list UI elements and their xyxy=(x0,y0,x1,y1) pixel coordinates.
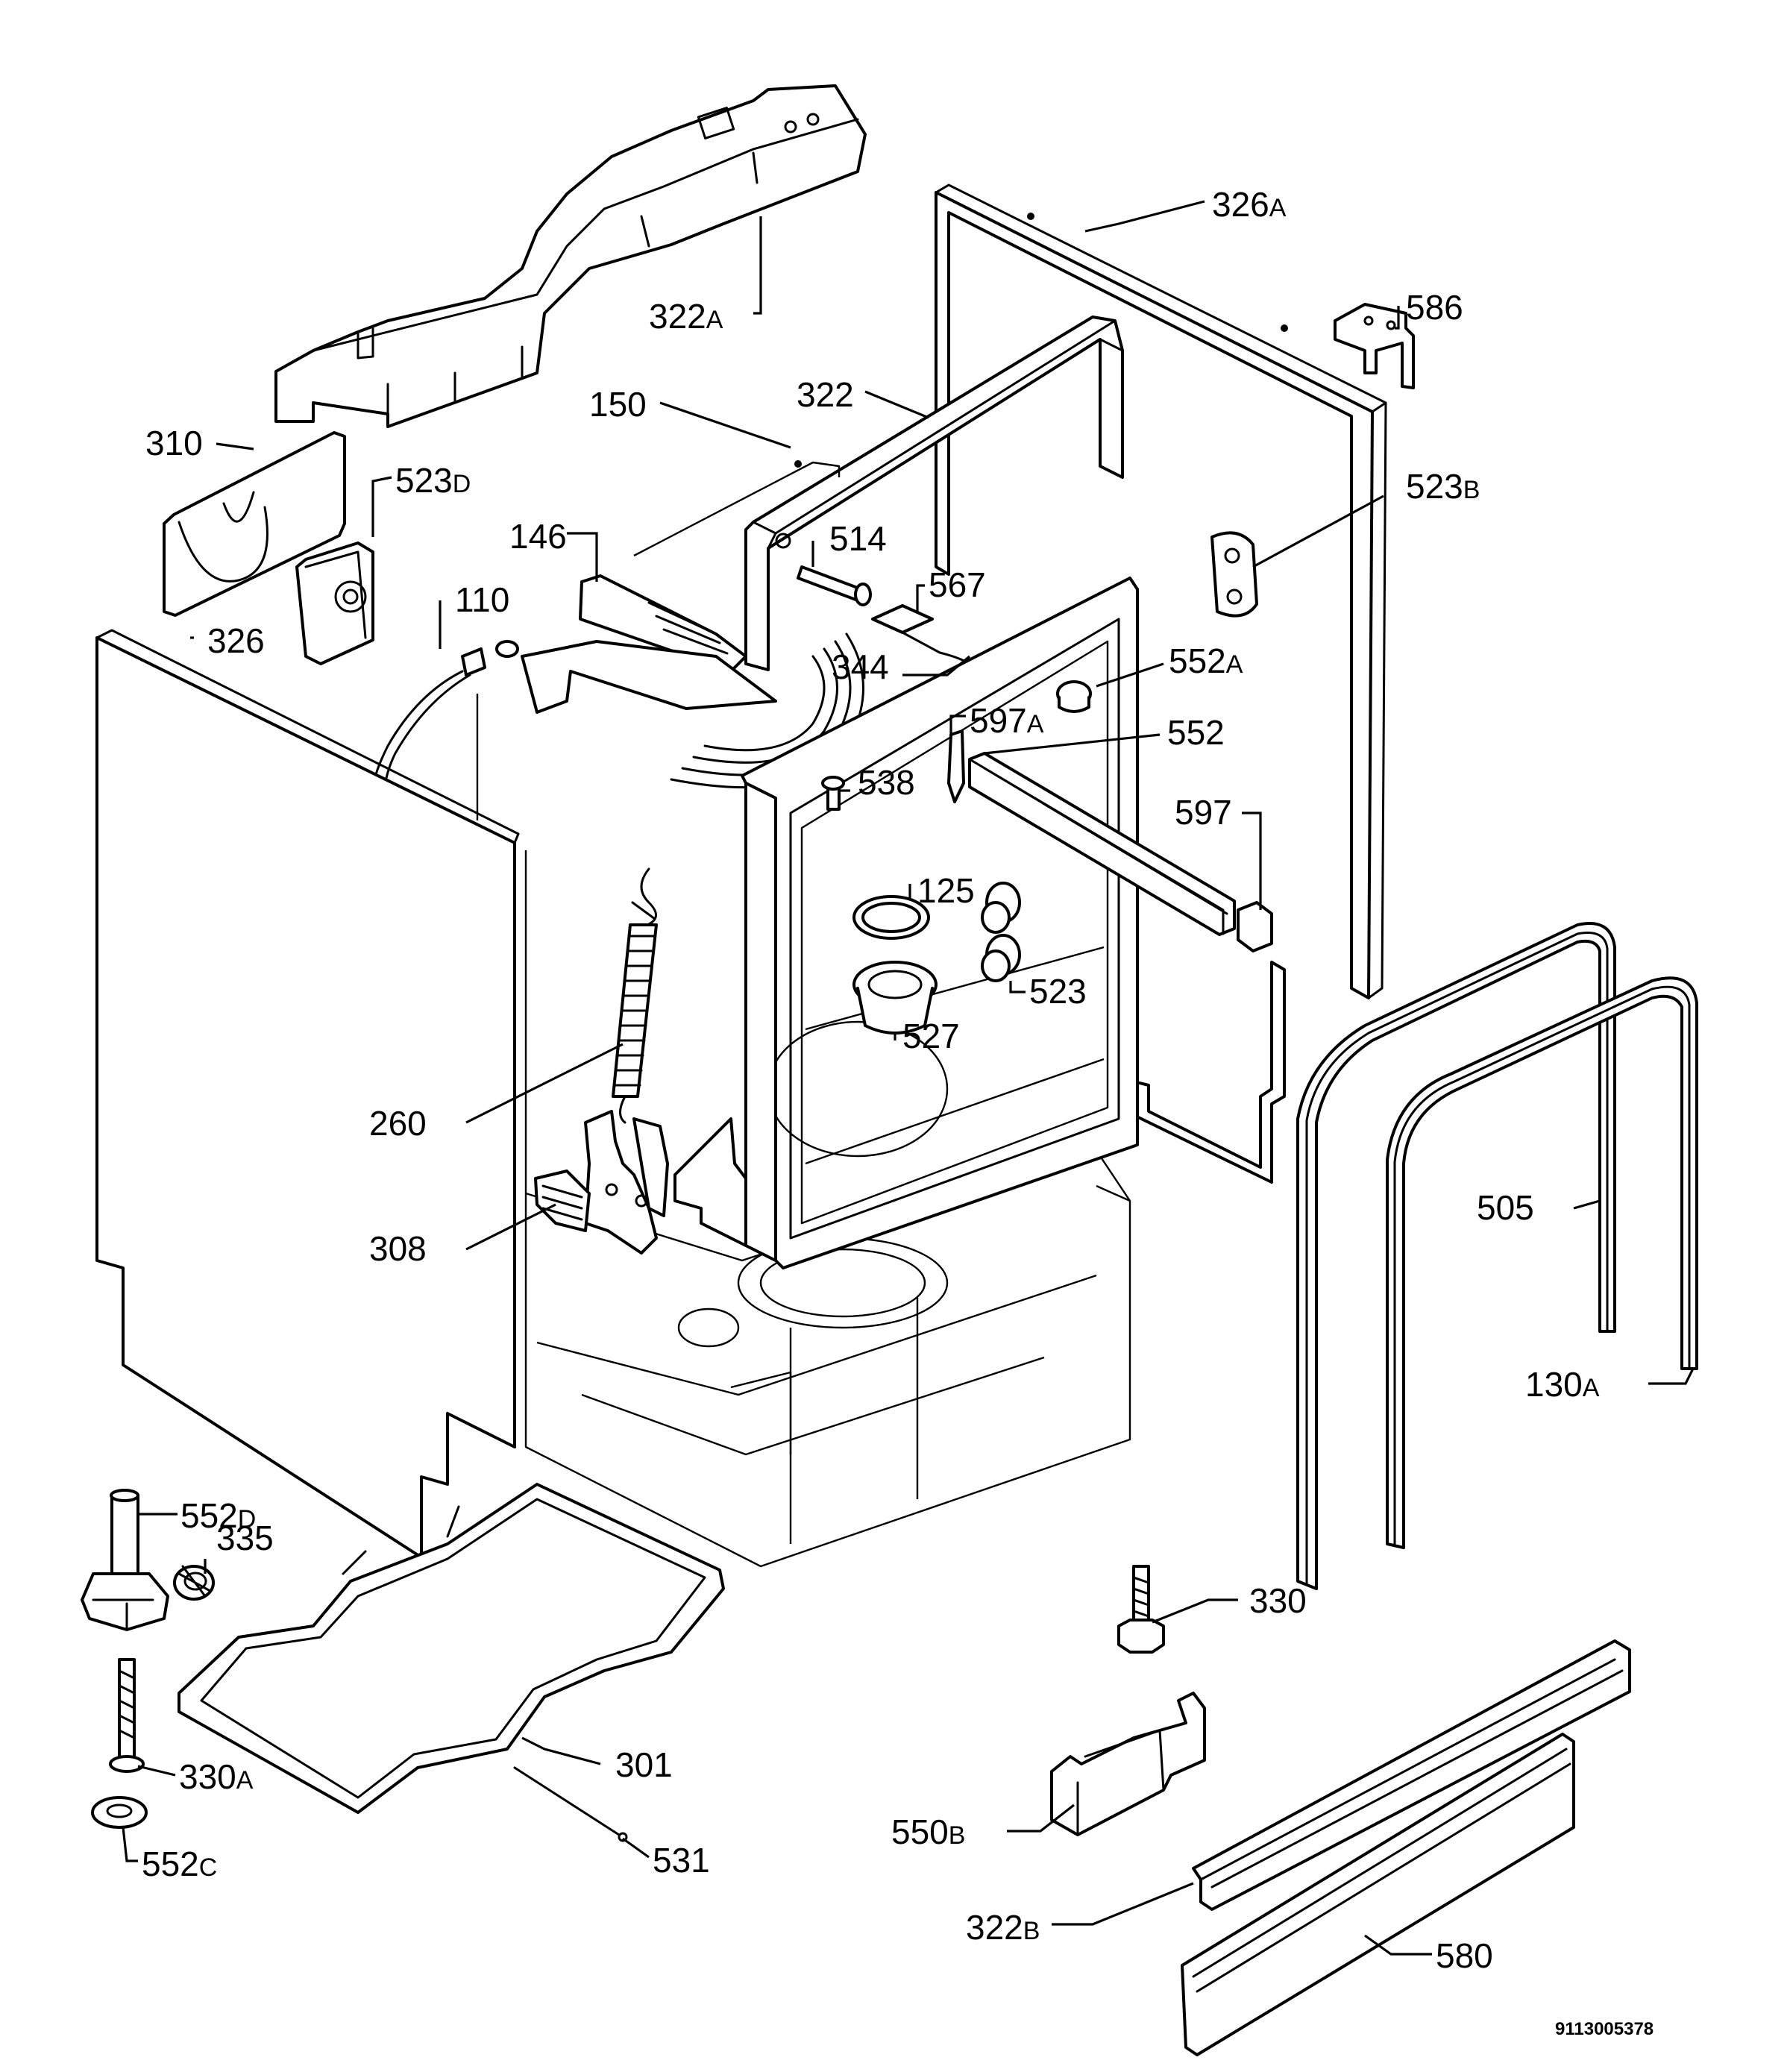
label-552: 552 xyxy=(1167,713,1225,752)
label-110: 110 xyxy=(455,580,509,619)
part-580-kick-plate xyxy=(1181,1733,1575,2056)
part-597-end-clip xyxy=(1237,901,1273,952)
part-552c-washer xyxy=(91,1796,148,1829)
leader-lines xyxy=(122,200,1695,1956)
part-514-pin xyxy=(797,565,872,606)
label-552A: 552A xyxy=(1169,641,1243,680)
part-310-cover xyxy=(163,431,346,617)
part-125-ring xyxy=(852,895,930,940)
label-308: 308 xyxy=(369,1229,427,1268)
label-552C: 552C xyxy=(142,1845,217,1883)
part-322-arch-frame xyxy=(744,315,1124,671)
label-538: 538 xyxy=(858,763,915,802)
label-523: 523 xyxy=(1029,972,1087,1011)
part-260-spring xyxy=(612,867,658,1124)
part-552d-foot-column xyxy=(81,1489,169,1631)
label-326: 326 xyxy=(207,621,265,660)
part-586-bracket xyxy=(1334,303,1415,389)
label-146: 146 xyxy=(509,517,567,556)
part-322b-rail xyxy=(1192,1639,1631,1911)
label-130A: 130A xyxy=(1525,1365,1600,1404)
label-330A: 330A xyxy=(179,1757,254,1796)
label-552D: 552D xyxy=(180,1496,256,1535)
part-146-bracket xyxy=(579,574,747,673)
part-326-side-panel xyxy=(95,629,520,1559)
label-330: 330 xyxy=(1249,1581,1307,1620)
label-505: 505 xyxy=(1477,1188,1534,1227)
part-527-nut xyxy=(852,961,938,1035)
part-552a-plug xyxy=(1056,680,1092,713)
label-335: 335 xyxy=(216,1519,274,1557)
label-326A: 326A xyxy=(1212,185,1287,224)
label-301: 301 xyxy=(615,1745,673,1784)
part-538-screw xyxy=(821,776,845,811)
part-330-leveling-foot xyxy=(1117,1565,1165,1654)
part-531-rod xyxy=(513,1766,628,1842)
label-322: 322 xyxy=(797,375,854,414)
label-150: 150 xyxy=(589,385,647,424)
label-322B: 322B xyxy=(966,1908,1040,1947)
label-322A: 322A xyxy=(649,297,723,336)
part-door-frame xyxy=(673,577,1139,1269)
label-125: 125 xyxy=(917,871,975,910)
label-586: 586 xyxy=(1406,288,1463,327)
label-514: 514 xyxy=(829,519,887,558)
label-580: 580 xyxy=(1436,1936,1493,1975)
part-330a-screw xyxy=(109,1658,145,1773)
label-344: 344 xyxy=(832,647,889,686)
part-308-hinge xyxy=(534,1110,669,1255)
part-597a-clip xyxy=(947,729,965,803)
part-130a-seal xyxy=(1386,976,1698,1549)
part-322a-top-bracket xyxy=(274,84,867,428)
part-326a-side-panel xyxy=(935,183,1387,1184)
part-150-tub-top xyxy=(633,460,841,557)
part-550b-bracket xyxy=(1050,1692,1206,1836)
label-597A: 597A xyxy=(970,701,1044,740)
part-110-hose xyxy=(371,640,519,800)
part-523-fitting xyxy=(981,882,1021,982)
label-260: 260 xyxy=(369,1104,427,1143)
part-523d-plate xyxy=(295,541,374,665)
part-335-gear xyxy=(173,1565,215,1601)
label-523B: 523B xyxy=(1406,467,1480,506)
part-505-seal xyxy=(1296,922,1616,1590)
label-523D: 523D xyxy=(395,461,471,500)
part-523b-grommet xyxy=(1210,531,1258,618)
label-550B: 550B xyxy=(891,1812,965,1851)
document-id: 9113005378 xyxy=(1555,2019,1654,2039)
part-301-base-tray xyxy=(178,1483,725,1814)
label-597: 597 xyxy=(1175,793,1232,832)
label-310: 310 xyxy=(145,424,203,462)
label-567: 567 xyxy=(929,565,986,604)
label-531: 531 xyxy=(653,1841,710,1880)
callout-labels: 322A 326A 586 310 523D 150 322 523B 146 … xyxy=(142,185,1600,1975)
label-527: 527 xyxy=(902,1017,960,1055)
